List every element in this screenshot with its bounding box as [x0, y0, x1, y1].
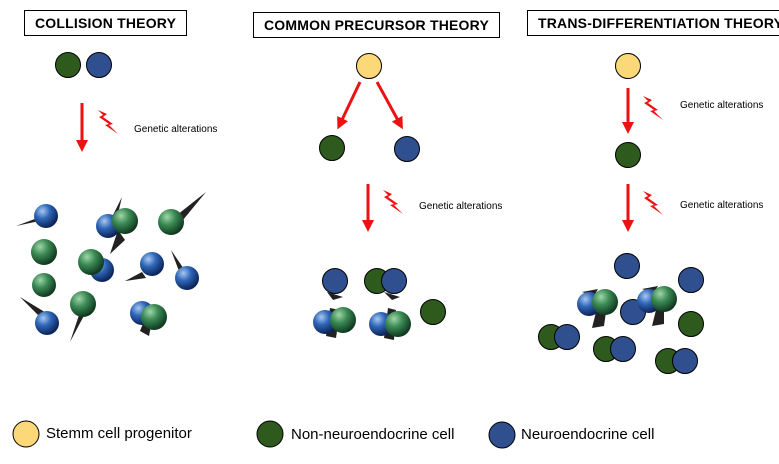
precursor-fused-cells [313, 292, 411, 340]
annotation-trans-genetic-alterations-2: Genetic alterations [680, 200, 764, 211]
neuroendocrine-cell [86, 52, 112, 78]
legend-label-neuroendocrine: Neuroendocrine cell [521, 426, 655, 443]
annotation-collision-genetic-alterations: Genetic alterations [134, 124, 218, 135]
title-common-precursor-theory: COMMON PRECURSOR THEORY [253, 12, 500, 38]
stem-cell [615, 53, 641, 79]
neuroendocrine-cell [672, 348, 698, 374]
arrow-left [337, 81, 362, 130]
legend [12, 420, 516, 449]
lightning-icon [383, 190, 403, 214]
legend-label-non-neuroendocrine: Non-neuroendocrine cell [291, 426, 455, 443]
non-neuroendocrine-cell [420, 299, 446, 325]
collision-theory-panel [16, 52, 206, 342]
neuroendocrine-cell [381, 268, 407, 294]
trans-fused-cells [577, 286, 677, 328]
neuroendocrine-cell [554, 324, 580, 350]
arrow-right [375, 81, 403, 130]
lightning-icon [98, 110, 118, 134]
collision-mixed-cells [16, 192, 206, 342]
non-neuroendocrine-cell [319, 135, 345, 161]
trans-differentiation-panel [538, 53, 704, 374]
lightning-icon [643, 191, 663, 215]
neuroendocrine-cell [678, 267, 704, 293]
neuroendocrine-cell [614, 253, 640, 279]
common-precursor-panel [313, 53, 446, 340]
neuroendocrine-cell [394, 136, 420, 162]
non-neuroendocrine-cell [55, 52, 81, 78]
lightning-icon [643, 96, 663, 120]
non-neuroendocrine-cell [678, 311, 704, 337]
title-trans-differentiation-theory: TRANS-DIFFERENTIATION THEORY [527, 10, 779, 36]
title-collision-theory: COLLISION THEORY [24, 10, 188, 36]
non-neuroendocrine-cell [615, 142, 641, 168]
annotation-trans-genetic-alterations-1: Genetic alterations [680, 100, 764, 111]
neuroendocrine-cell [610, 336, 636, 362]
legend-label-stem: Stemm cell progenitor [46, 425, 192, 442]
legend-stem-swatch [12, 420, 40, 448]
legend-neuroendocrine-swatch [488, 421, 516, 449]
annotation-precursor-genetic-alterations: Genetic alterations [419, 201, 503, 212]
stem-cell [356, 53, 382, 79]
neuroendocrine-cell [322, 268, 348, 294]
legend-non-neuroendocrine-swatch [256, 420, 284, 448]
